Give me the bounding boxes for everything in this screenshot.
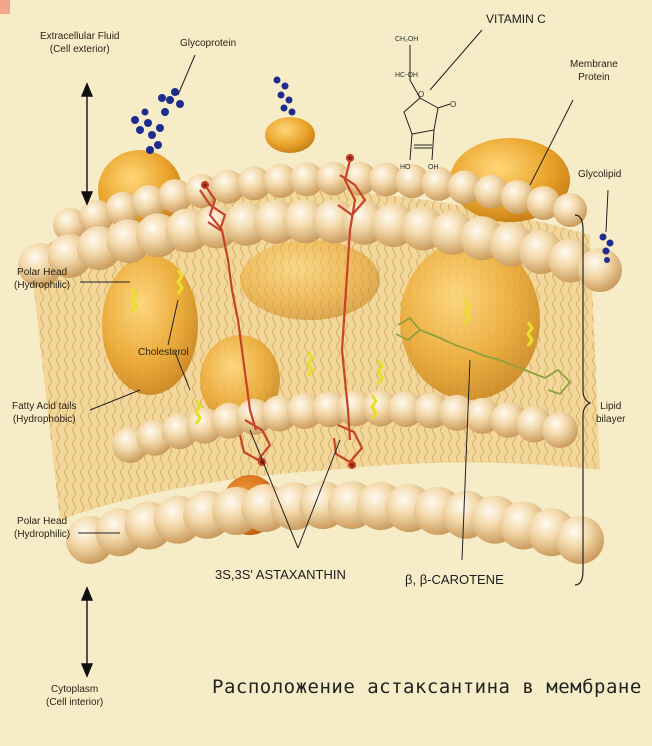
lipid-head xyxy=(556,516,604,564)
label-carotene: β, β-CAROTENE xyxy=(405,572,504,587)
label-vitamin-c: VITAMIN C xyxy=(486,12,546,26)
vitc-ho: HO xyxy=(400,164,411,171)
label-polar-head-bottom: Polar Head (Hydrophilic) xyxy=(14,515,70,541)
vitamin-c-structure xyxy=(404,45,450,160)
label-astaxanthin: 3S,3S' ASTAXANTHIN xyxy=(215,567,346,582)
caption: Расположение астаксантина в мембране xyxy=(212,676,642,698)
label-cholesterol: Cholesterol xyxy=(138,346,189,359)
membrane-protein-top-center xyxy=(265,117,315,153)
vitc-o2: O xyxy=(450,100,456,109)
label-glycolipid: Glycolipid xyxy=(578,168,621,181)
label-lipid-bilayer: Lipid bilayer xyxy=(596,400,625,426)
label-polar-head-top: Polar Head (Hydrophilic) xyxy=(14,266,70,292)
vitc-oh: OH xyxy=(428,164,439,171)
glycoprotein-chain xyxy=(131,88,184,154)
membrane-protein-core-center xyxy=(240,240,380,320)
label-glycoprotein: Glycoprotein xyxy=(180,37,236,50)
glycoprotein-chain-2 xyxy=(274,77,296,116)
extracellular-arrow xyxy=(82,84,92,204)
lipid-head xyxy=(578,248,622,292)
cytoplasm-arrow xyxy=(82,588,92,676)
vitc-o: O xyxy=(418,90,424,99)
label-membrane-protein: Membrane Protein xyxy=(570,58,618,84)
label-cytoplasm: Cytoplasm (Cell interior) xyxy=(46,683,103,709)
vitc-ch2oh: CH₂OH xyxy=(395,36,418,43)
label-fatty-acid-tails: Fatty Acid tails (Hydrophobic) xyxy=(12,400,76,426)
label-extracellular-fluid: Extracellular Fluid (Cell exterior) xyxy=(40,30,119,56)
lipid-head xyxy=(542,412,578,448)
vitc-hcoh: HC-OH xyxy=(395,72,418,79)
